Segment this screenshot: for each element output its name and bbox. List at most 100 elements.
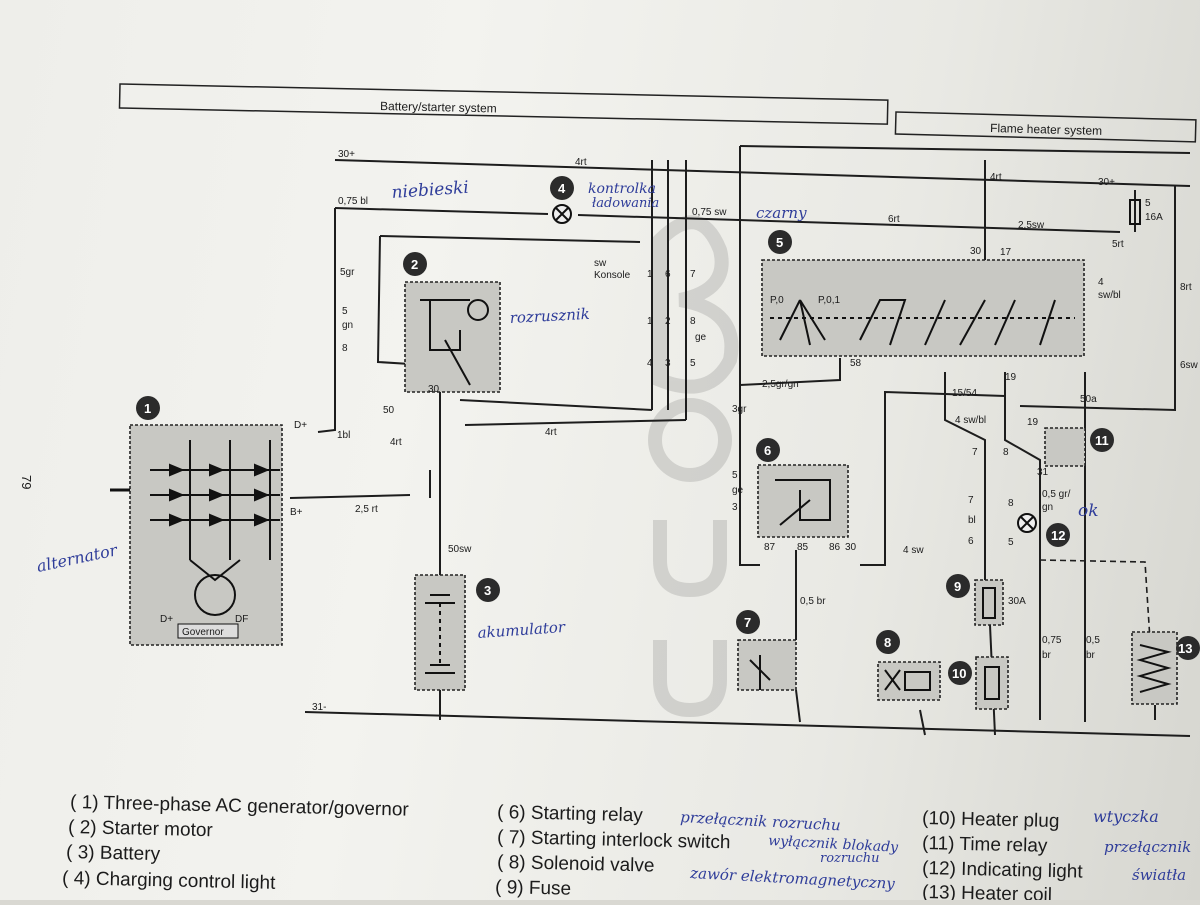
interlock-switch-box <box>737 639 797 691</box>
label-25sw: 2,5sw <box>1018 220 1045 231</box>
label-05br-right-2: br <box>1086 650 1096 661</box>
terminal-30: 30 <box>428 384 440 395</box>
component-number-3: 3 <box>484 583 491 598</box>
connector-ge: ge <box>695 332 707 343</box>
heater-switch-contacts <box>770 299 1075 346</box>
legend-item-10: (10) Heater plug <box>922 808 1060 832</box>
interlock-switch-contact <box>749 655 771 690</box>
connector-8: 8 <box>690 316 696 327</box>
label-31minus: 31- <box>312 702 326 713</box>
note-ladowania: ładowania <box>592 196 659 211</box>
terminal-17: 17 <box>1000 247 1012 258</box>
starter-motor-box <box>404 281 501 393</box>
label-swbl-right: sw/bl <box>1098 290 1121 301</box>
charging-light-cross <box>555 207 569 221</box>
component-number-9: 9 <box>954 579 961 594</box>
heater-plug-box <box>975 656 1009 710</box>
note-wtyczka: wtyczka <box>1093 807 1159 826</box>
label-ge: ge <box>732 485 744 496</box>
legend-item-13: (13) Heater coil <box>922 882 1052 900</box>
note-swiatla: światła <box>1132 866 1186 884</box>
connector-6b: 6 <box>968 536 974 547</box>
label-5gr: 5gr <box>340 267 355 278</box>
terminal-dplus: D+ <box>294 420 307 431</box>
label-4rt-mid: 4rt <box>390 437 402 448</box>
connector-1: 1 <box>647 269 653 280</box>
component-number-10: 10 <box>952 666 966 681</box>
connector-5: 5 <box>690 358 696 369</box>
note-zawor: zawór elektromagnetyczny <box>689 864 896 893</box>
label-05grgn-2: gn <box>1042 502 1053 513</box>
label-4rt-right: 4rt <box>990 172 1002 183</box>
legend-item-7: ( 7) Starting interlock switch <box>497 827 731 853</box>
terminal-86: 86 <box>829 542 841 553</box>
component-badge-9 <box>946 574 970 598</box>
section-bar-battery <box>118 83 889 125</box>
label-4swbl: 4 sw/bl <box>955 415 986 426</box>
fuse-16a <box>1129 199 1141 225</box>
label-fuse-5: 5 <box>1145 198 1151 209</box>
label-05br: 0,5 br <box>800 596 826 607</box>
legend-item-6: ( 6) Starting relay <box>497 802 644 826</box>
note-przelacznik-rozruchu: przełącznik rozruchu <box>680 808 841 834</box>
label-3: 3 <box>732 502 738 513</box>
legend-item-12: (12) Indicating light <box>922 858 1084 883</box>
governor-box <box>177 623 239 639</box>
component-number-1: 1 <box>144 401 151 416</box>
label-gn: gn <box>342 320 353 331</box>
component-number-8: 8 <box>884 635 891 650</box>
connector-bl: bl <box>968 515 976 526</box>
connector-5b: 5 <box>1008 537 1014 548</box>
note-przelacznik: przełącznik <box>1104 838 1191 856</box>
connector-8-left: 8 <box>1003 447 1009 458</box>
legend-item-1: ( 1) Three-phase AC generator/governor <box>70 792 410 821</box>
component-number-11: 11 <box>1095 433 1109 448</box>
component-number-4: 4 <box>558 181 566 196</box>
connector-1b: 1 <box>647 316 653 327</box>
governor-dplus: D+ <box>160 614 173 625</box>
note-akumulator: akumulator <box>477 618 566 642</box>
terminal-50: 50 <box>383 405 395 416</box>
legend-item-2: ( 2) Starter motor <box>68 817 214 841</box>
rotor-circle <box>194 574 236 616</box>
starter-motor-symbol <box>467 299 489 321</box>
component-badge-6 <box>756 438 780 462</box>
terminal-30-relay: 30 <box>845 542 857 553</box>
label-3gr: 3gr <box>732 404 747 415</box>
label-5: 5 <box>342 306 348 317</box>
rectifier-diodes <box>150 440 280 582</box>
component-badge-11 <box>1090 428 1114 452</box>
component-badge-10 <box>948 661 972 685</box>
label-8: 8 <box>342 343 348 354</box>
label-4-right: 4 <box>1098 277 1104 288</box>
indicating-light-cross <box>1020 516 1034 530</box>
terminal-bplus: B+ <box>290 507 303 518</box>
alternator-box <box>129 424 283 646</box>
label-konsole: Konsole <box>594 270 631 281</box>
label-4rt-bottom: 4rt <box>545 427 557 438</box>
battery-cells <box>425 594 455 674</box>
legend-item-8: ( 8) Solenoid valve <box>497 852 655 877</box>
starting-relay-contacts <box>775 479 831 526</box>
note-wylacznik: wyłącznik blokady <box>768 833 900 856</box>
note-alternator: alternator <box>35 540 120 576</box>
label-5-ge: 5 <box>732 470 738 481</box>
time-relay-box <box>1044 427 1086 467</box>
label-4rt-top: 4rt <box>575 157 587 168</box>
label-fuse-30a: 30A <box>1008 596 1026 607</box>
component-badge-1 <box>136 396 160 420</box>
terminal-85: 85 <box>797 542 809 553</box>
component-number-13: 13 <box>1178 641 1192 656</box>
component-number-5: 5 <box>776 235 783 250</box>
terminal-19: 19 <box>1005 372 1017 383</box>
component-badge-4 <box>550 176 574 200</box>
label-05grgn: 0,5 gr/ <box>1042 489 1071 500</box>
component-number-7: 7 <box>744 615 751 630</box>
label-50sw: 50sw <box>448 544 472 555</box>
connector-3: 3 <box>665 358 671 369</box>
fuse-element <box>982 587 996 619</box>
label-30plus-right: 30+ <box>1098 177 1115 188</box>
terminal-58: 58 <box>850 358 862 369</box>
component-badge-2 <box>403 252 427 276</box>
label-075bl: 0,75 bl <box>338 196 368 207</box>
